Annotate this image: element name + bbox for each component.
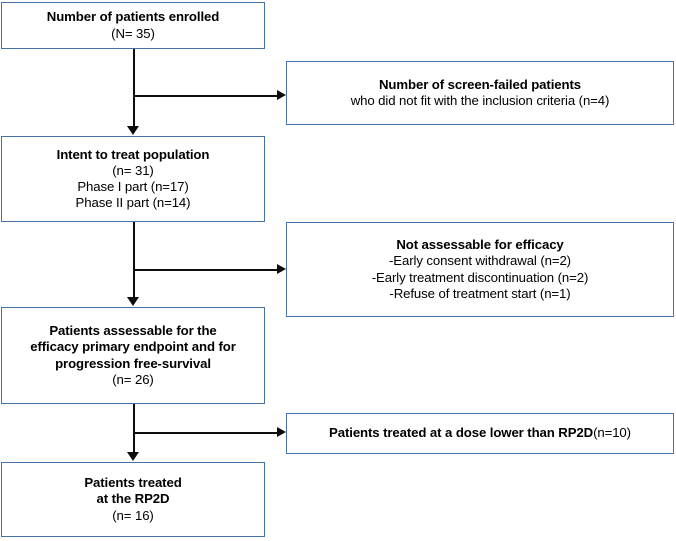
connector-assessable-to-lower-dose-line xyxy=(134,432,278,434)
node-patients-assessable-line-2: efficacy primary endpoint and for xyxy=(30,339,236,355)
connector-itt-to-not-assessable-arrowhead xyxy=(277,264,286,274)
connector-itt-to-not-assessable-line xyxy=(134,269,278,271)
node-not-assessable-for-efficacy: Not assessable for efficacy -Early conse… xyxy=(286,222,674,317)
connector-enrolled-to-itt-line xyxy=(133,49,135,128)
node-patients-assessable-line-3: progression free-survival xyxy=(55,355,211,371)
connector-enrolled-to-screen-failed-arrowhead xyxy=(277,90,286,100)
connector-assessable-to-lower-dose-arrowhead xyxy=(277,427,286,437)
node-lower-dose-count: (n=10) xyxy=(593,425,631,441)
node-patients-assessable: Patients assessable for the efficacy pri… xyxy=(1,307,265,404)
node-lower-dose-line: Patients treated at a dose lower than RP… xyxy=(329,425,631,441)
node-intent-to-treat: Intent to treat population (n= 31) Phase… xyxy=(1,136,265,222)
connector-assessable-to-rp2d-arrowhead xyxy=(127,452,139,461)
node-patients-assessable-count: (n= 26) xyxy=(112,371,154,387)
node-screen-failed-patients-detail: who did not fit with the inclusion crite… xyxy=(350,93,610,108)
node-intent-to-treat-phase-2: Phase II part (n=14) xyxy=(75,195,191,211)
node-patients-treated-rp2d: Patients treated at the RP2D (n= 16) xyxy=(1,462,265,537)
node-patients-treated-rp2d-line-1: Patients treated xyxy=(84,475,182,491)
node-patients-assessable-line-1: Patients assessable for the xyxy=(49,323,217,339)
node-patients-enrolled-count: (N= 35) xyxy=(111,25,155,41)
connector-enrolled-to-itt-arrowhead xyxy=(127,126,139,135)
node-lower-dose-than-rp2d: Patients treated at a dose lower than RP… xyxy=(286,413,674,454)
node-patients-treated-rp2d-count: (n= 16) xyxy=(112,507,154,523)
node-patients-treated-rp2d-line-2: at the RP2D xyxy=(96,491,170,507)
connector-itt-to-assessable-arrowhead xyxy=(127,297,139,306)
connector-itt-to-assessable-line xyxy=(133,222,135,299)
node-patients-enrolled-heading: Number of patients enrolled xyxy=(46,9,220,25)
node-screen-failed-patients-heading: Number of screen-failed patients xyxy=(379,76,581,92)
node-not-assessable-reason-1: -Early consent withdrawal (n=2) xyxy=(389,253,571,269)
connector-assessable-to-rp2d-line xyxy=(133,404,135,454)
node-not-assessable-heading: Not assessable for efficacy xyxy=(396,237,564,253)
node-lower-dose-heading: Patients treated at a dose lower than RP… xyxy=(329,425,594,441)
node-not-assessable-reason-2: -Early treatment discontinuation (n=2) xyxy=(371,269,589,285)
node-patients-enrolled: Number of patients enrolled (N= 35) xyxy=(1,2,265,49)
connector-enrolled-to-screen-failed-line xyxy=(134,95,278,97)
node-not-assessable-reason-3: -Refuse of treatment start (n=1) xyxy=(389,285,571,301)
node-intent-to-treat-phase-1: Phase I part (n=17) xyxy=(77,179,189,194)
node-intent-to-treat-count: (n= 31) xyxy=(112,162,154,178)
node-intent-to-treat-heading: Intent to treat population xyxy=(56,146,210,162)
node-screen-failed-patients: Number of screen-failed patients who did… xyxy=(286,61,674,125)
